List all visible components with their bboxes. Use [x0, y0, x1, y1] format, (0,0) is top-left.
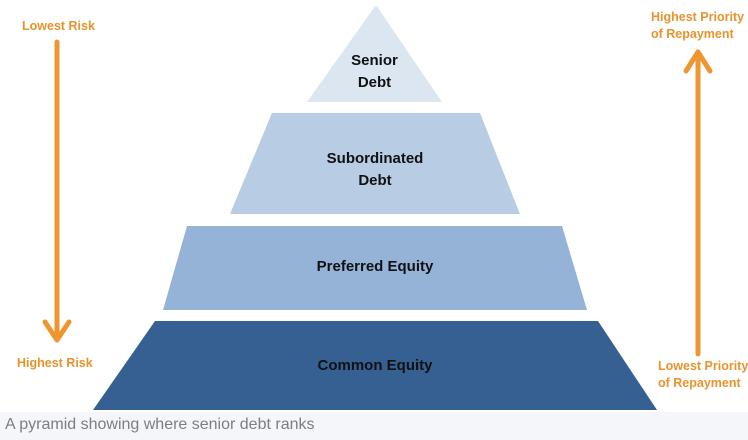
tier-subordinated-debt-shape — [230, 113, 520, 214]
tier-label-line: Debt — [358, 172, 392, 189]
tier-senior-debt-shape — [307, 5, 442, 102]
tier-label-line: Senior — [351, 52, 398, 69]
label-line: Lowest Priority — [658, 359, 748, 373]
tier-common-equity-label: Common Equity — [317, 357, 433, 374]
lowest-priority-label: Lowest Priority of Repayment — [658, 358, 748, 392]
label-line: Highest Priority — [651, 10, 745, 24]
tier-preferred-equity-label: Preferred Equity — [316, 258, 434, 275]
highest-risk-label: Highest Risk — [17, 356, 93, 370]
label-line: of Repayment — [658, 376, 741, 390]
label-line: of Repayment — [651, 27, 734, 41]
tier-senior-debt-label: Senior Debt — [307, 50, 442, 94]
up-arrow-icon — [683, 49, 713, 357]
tier-label-line: Debt — [357, 74, 392, 91]
tier-label-line: Subordinated — [326, 150, 424, 167]
down-arrow-icon — [42, 39, 72, 343]
tier-subordinated-debt-label: Subordinated Debt — [230, 148, 520, 192]
lowest-risk-label: Lowest Risk — [22, 19, 95, 33]
image-caption: A pyramid showing where senior debt rank… — [0, 412, 748, 440]
highest-priority-label: Highest Priority of Repayment — [651, 9, 744, 43]
tier-preferred-equity-shape — [163, 226, 587, 310]
tier-common-equity-shape — [93, 321, 657, 410]
